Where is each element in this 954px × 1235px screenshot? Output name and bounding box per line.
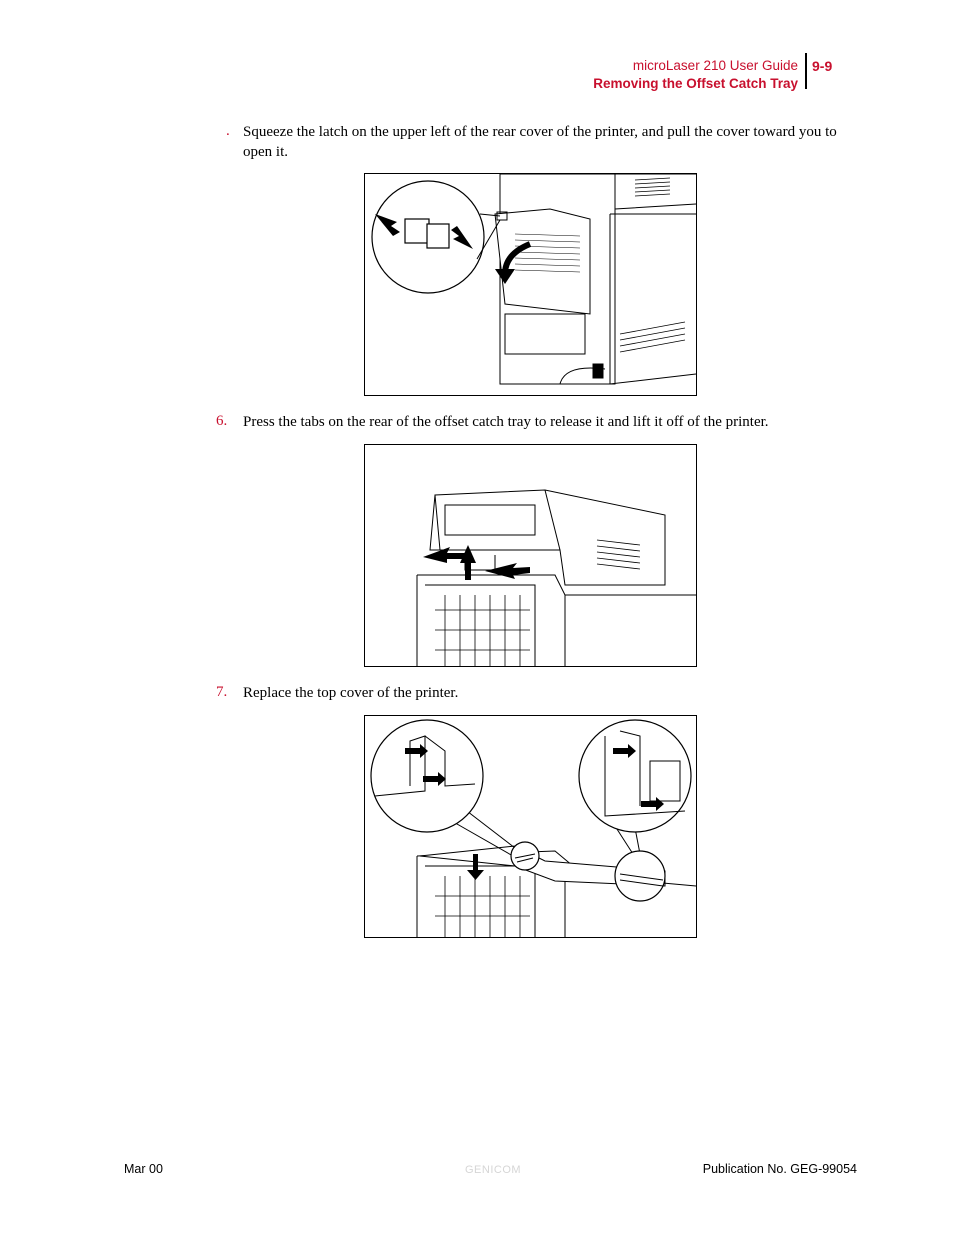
- step-text: Squeeze the latch on the upper left of t…: [243, 124, 837, 160]
- guide-title: microLaser 210 User Guide: [632, 58, 798, 73]
- step-text: Replace the top cover of the printer.: [243, 685, 459, 701]
- figure-lift-catch-tray: [364, 444, 697, 667]
- step-number: 7.: [216, 684, 228, 700]
- figure-open-rear-cover: [364, 173, 697, 396]
- step-number: .: [226, 123, 230, 139]
- footer-date: Mar 00: [124, 1162, 163, 1176]
- step-text: Press the tabs on the rear of the offset…: [243, 414, 769, 430]
- figure-replace-top-cover: [364, 715, 697, 938]
- footer-publication: Publication No. GEG-99054: [702, 1162, 857, 1176]
- footer-logo: GENICOM: [465, 1164, 522, 1176]
- step-number: 6.: [216, 413, 228, 429]
- page-number: 9-9: [812, 58, 833, 74]
- header-divider: [805, 53, 807, 89]
- section-title: Removing the Offset Catch Tray: [593, 76, 798, 91]
